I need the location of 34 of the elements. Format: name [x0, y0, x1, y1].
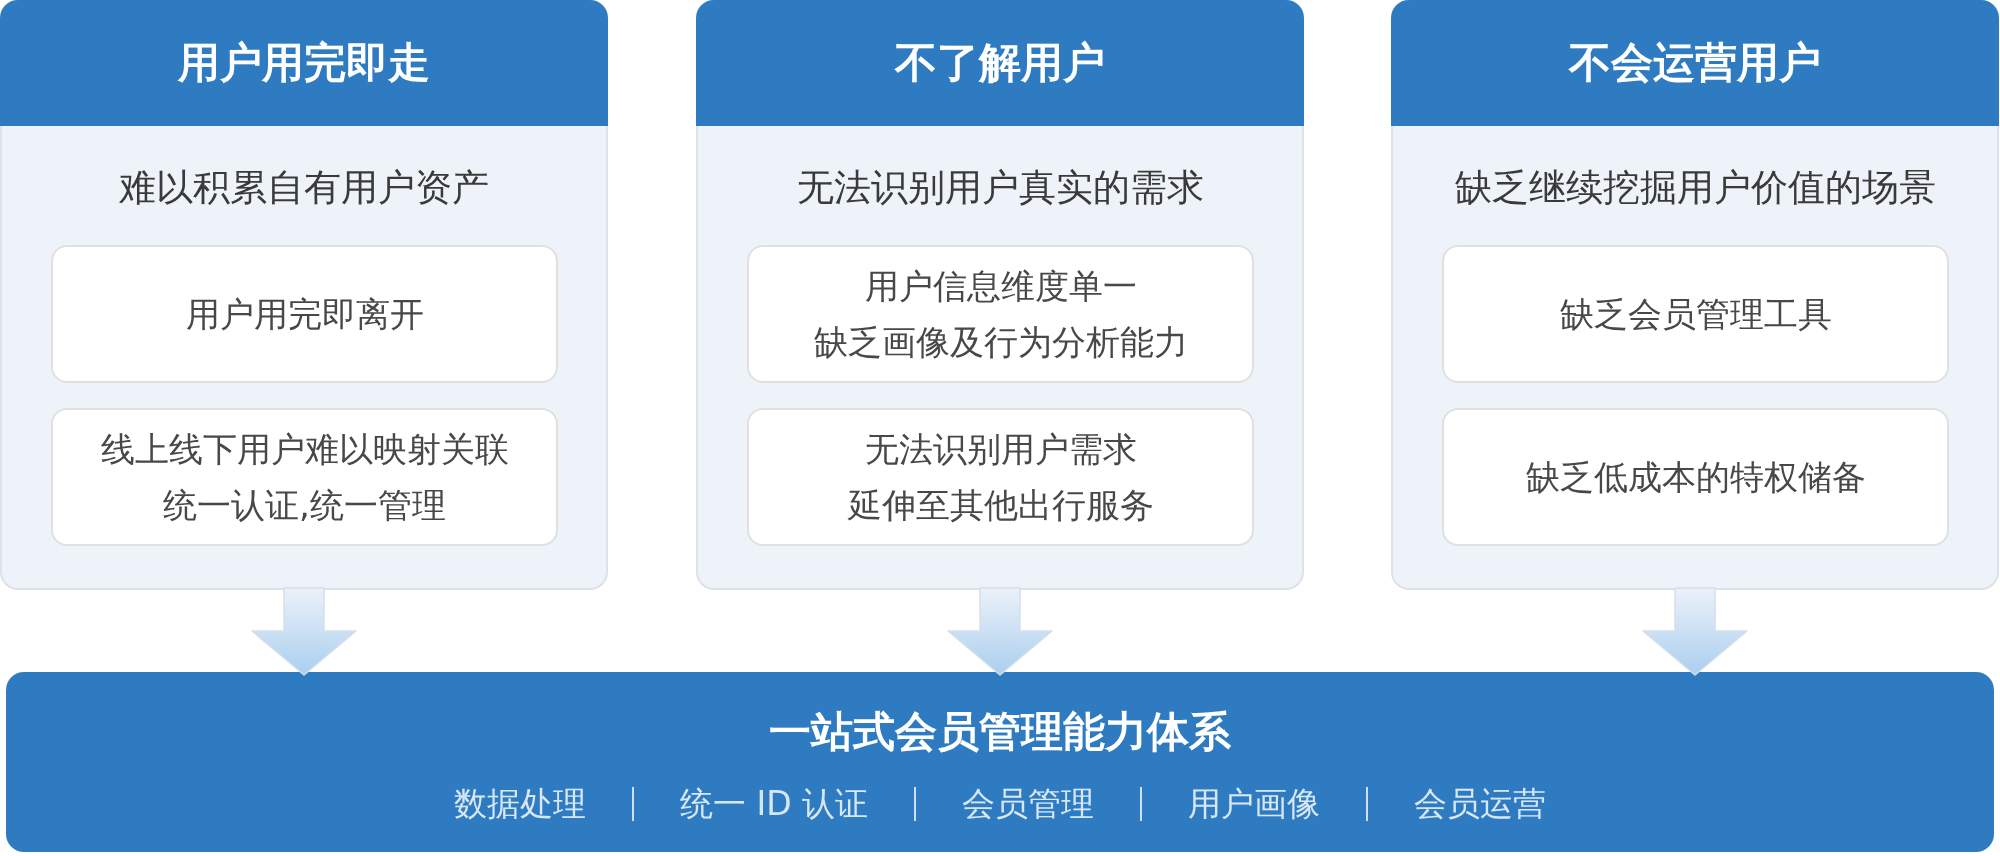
- capability-item: 会员管理: [962, 783, 1095, 825]
- issue-text: 延伸至其他出行服务: [847, 484, 1154, 527]
- column-panel: [0, 0, 608, 590]
- issue-text: 缺乏画像及行为分析能力: [813, 321, 1188, 364]
- capability-band: [6, 672, 1994, 852]
- capability-item: 会员运营: [1414, 783, 1547, 825]
- issue-box: [1442, 245, 1949, 383]
- issue-box: [51, 245, 558, 383]
- capability-item: 数据处理: [453, 783, 586, 825]
- panel-subtitle: 无法识别用户真实的需求: [795, 165, 1205, 211]
- issue-text: 统一认证,统一管理: [163, 484, 446, 527]
- panel-header: 不会运营用户: [1391, 0, 1999, 126]
- issue-box: [747, 245, 1254, 383]
- column-panel: [696, 0, 1304, 590]
- issue-text: 用户信息维度单一: [864, 265, 1137, 308]
- issue-text: 无法识别用户需求: [864, 428, 1137, 471]
- capability-item: 用户画像: [1188, 783, 1321, 825]
- issue-box: [51, 408, 558, 546]
- arrow: [251, 587, 357, 676]
- column-panel: [1391, 0, 1999, 590]
- panel-subtitle: 难以积累自有用户资产: [118, 165, 490, 211]
- issue-text: 缺乏低成本的特权储备: [1525, 456, 1866, 499]
- panel-header: 不了解用户: [696, 0, 1304, 126]
- band-title: 一站式会员管理能力体系: [768, 706, 1232, 758]
- panel-header: 用户用完即走: [0, 0, 608, 126]
- panel-subtitle: 缺乏继续挖掘用户价值的场景: [1453, 165, 1937, 211]
- capability-item: 统一 ID 认证: [679, 783, 869, 825]
- issue-text: 线上线下用户难以映射关联: [100, 428, 509, 471]
- issue-text: 缺乏会员管理工具: [1559, 293, 1832, 336]
- arrow: [1642, 587, 1748, 676]
- issue-box: [1442, 408, 1949, 546]
- issue-text: 用户用完即离开: [185, 293, 424, 336]
- arrow: [947, 587, 1053, 676]
- issue-box: [747, 408, 1254, 546]
